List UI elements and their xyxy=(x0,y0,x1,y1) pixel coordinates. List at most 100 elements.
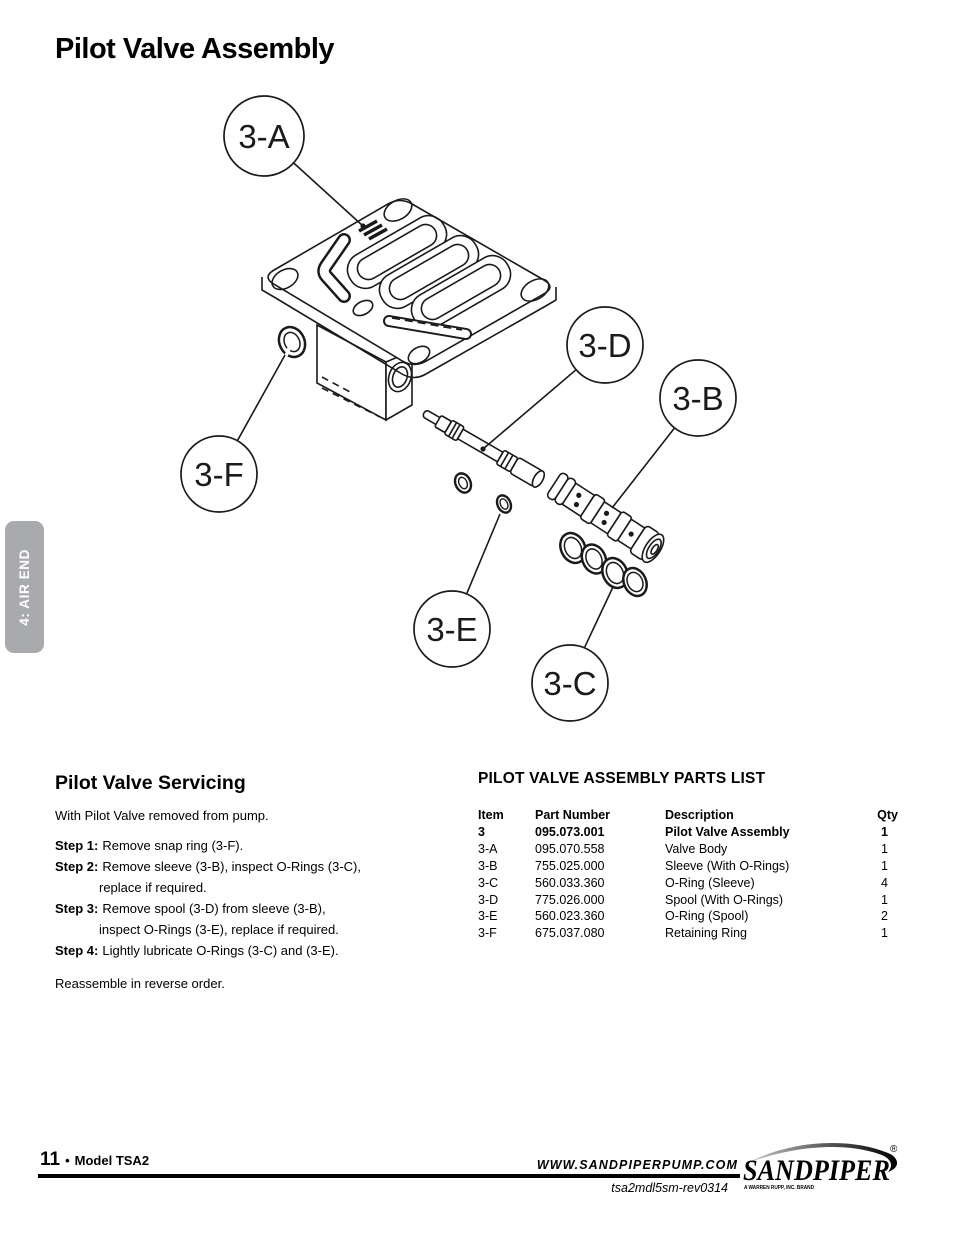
table-row: 3-F 675.037.080 Retaining Ring 1 xyxy=(478,925,898,942)
servicing-section: Pilot Valve Servicing With Pilot Valve r… xyxy=(55,772,423,994)
cell-item: 3-F xyxy=(478,926,497,941)
parts-list-title: PILOT VALVE ASSEMBLY PARTS LIST xyxy=(478,770,766,787)
callout-3-b-label: 3-B xyxy=(672,380,723,417)
cell-qty: 1 xyxy=(881,926,888,941)
cell-description: Pilot Valve Assembly xyxy=(665,824,790,839)
logo-wordmark: SANDPIPER xyxy=(743,1154,890,1187)
table-row: 3-B 755.025.000 Sleeve (With O-Rings) 1 xyxy=(478,858,898,875)
plate-hidden-slot xyxy=(383,315,472,340)
step-3-text-line2: inspect O-Rings (3-E), replace if requir… xyxy=(99,922,339,937)
servicing-heading: Pilot Valve Servicing xyxy=(55,772,246,794)
step-3-text: Remove spool (3-D) from sleeve (3-B), xyxy=(102,901,326,916)
retaining-ring-part xyxy=(277,325,307,359)
col-item: Item xyxy=(478,808,504,822)
step-2-text-line2: replace if required. xyxy=(99,880,207,895)
o-ring-sleeve-3 xyxy=(601,556,629,590)
cell-item: 3-C xyxy=(478,875,499,890)
col-part-number: Part Number xyxy=(535,808,611,822)
website-url: WWW.SANDPIPERPUMP.COM xyxy=(536,1158,738,1172)
o-ring-spool-1 xyxy=(453,472,473,494)
plate-stamp-marks xyxy=(358,219,388,241)
plate-bent-slot xyxy=(317,233,351,303)
servicing-outro: Reassemble in reverse order. xyxy=(55,976,225,991)
servicing-step-1: Step 1:Remove snap ring (3-F). xyxy=(55,835,423,856)
table-row: 3-D 775.026.000 Spool (With O-Rings) 1 xyxy=(478,892,898,909)
cell-part-number: 775.026.000 xyxy=(535,892,605,907)
callout-3-e: 3-E xyxy=(413,590,491,668)
sandpiper-logo: ® SANDPIPER A WARREN RUPP, INC. BRAND xyxy=(742,1138,902,1194)
callout-3-f: 3-F xyxy=(180,435,258,513)
cell-qty: 4 xyxy=(881,875,888,890)
cell-item: 3-D xyxy=(478,892,499,907)
logo-swoosh xyxy=(748,1142,898,1172)
cell-qty: 1 xyxy=(881,841,888,856)
step-2-text: Remove sleeve (3-B), inspect O-Rings (3-… xyxy=(102,859,361,874)
logo-registered-mark: ® xyxy=(890,1144,898,1155)
parts-list-section: PILOT VALVE ASSEMBLY PARTS LIST Item Par… xyxy=(478,770,902,942)
cell-item: 3 xyxy=(478,824,485,839)
cell-description: Sleeve (With O-Rings) xyxy=(665,858,790,873)
cell-part-number: 560.023.360 xyxy=(535,909,605,924)
callout-3-d-label: 3-D xyxy=(578,327,631,364)
cell-description: Retaining Ring xyxy=(665,926,747,941)
cell-item: 3-E xyxy=(478,909,498,924)
servicing-intro: With Pilot Valve removed from pump. xyxy=(55,808,269,823)
step-4-prefix: Step 4: xyxy=(55,943,99,958)
step-1-prefix: Step 1: xyxy=(55,838,99,853)
callout-3-f-label: 3-F xyxy=(194,456,244,493)
cell-part-number: 560.033.360 xyxy=(535,875,605,890)
footer-separator: • xyxy=(65,1153,70,1168)
footer-page-info: 11 • Model TSA2 xyxy=(40,1149,149,1171)
model-name: Model TSA2 xyxy=(74,1153,150,1168)
section-tab-air-end: 4: AIR END xyxy=(5,521,44,653)
table-row: 3-E 560.023.360 O-Ring (Spool) 2 xyxy=(478,908,898,925)
logo-tagline: A WARREN RUPP, INC. BRAND xyxy=(744,1185,814,1191)
exploded-diagram: 3-A 3-D 3-B 3-F 3-E 3-C xyxy=(170,85,750,735)
cell-part-number: 755.025.000 xyxy=(535,858,605,873)
page-title: Pilot Valve Assembly xyxy=(55,33,335,65)
cell-qty: 2 xyxy=(881,909,888,924)
table-row: 3-C 560.033.360 O-Ring (Sleeve) 4 xyxy=(478,875,898,892)
step-4-text: Lightly lubricate O-Rings (3-C) and (3-E… xyxy=(102,943,339,958)
o-ring-sleeve-1 xyxy=(559,531,587,565)
leader-lines xyxy=(236,162,676,649)
pilot-valve-exploded-view: 3-A 3-D 3-B 3-F 3-E 3-C xyxy=(180,95,737,722)
cell-qty: 1 xyxy=(881,824,888,839)
cell-qty: 1 xyxy=(881,892,888,907)
spool-part xyxy=(422,410,546,488)
page-number: 11 xyxy=(40,1149,61,1170)
o-ring-sleeve-4 xyxy=(622,566,648,598)
section-tab-label: 4: AIR END xyxy=(17,548,32,626)
callout-3-b: 3-B xyxy=(659,359,737,437)
plate-small-hole xyxy=(352,299,374,317)
cell-part-number: 095.070.558 xyxy=(535,841,605,856)
parts-table: Item Part Number Description Qty 3 095.0… xyxy=(478,807,898,942)
callout-3-a-label: 3-A xyxy=(238,118,289,155)
parts-table-header: Item Part Number Description Qty xyxy=(478,807,898,824)
cell-item: 3-A xyxy=(478,841,498,856)
sleeve-part xyxy=(546,472,665,564)
o-ring-sleeve-2 xyxy=(580,543,608,575)
plate-slots xyxy=(346,214,512,330)
cell-part-number: 675.037.080 xyxy=(535,926,605,941)
callout-3-c: 3-C xyxy=(531,644,609,722)
o-ring-spool-2 xyxy=(495,494,513,514)
servicing-step-2: Step 2:Remove sleeve (3-B), inspect O-Ri… xyxy=(55,856,423,898)
cell-part-number: 095.073.001 xyxy=(535,824,605,839)
callout-3-a: 3-A xyxy=(223,95,305,177)
step-2-prefix: Step 2: xyxy=(55,859,99,874)
plate-corner-holes xyxy=(271,198,550,365)
document-code: tsa2mdl5sm-rev0314 xyxy=(611,1181,728,1195)
col-description: Description xyxy=(665,808,734,822)
cell-description: Spool (With O-Rings) xyxy=(665,892,784,907)
cell-description: Valve Body xyxy=(665,841,728,856)
footer-rule xyxy=(38,1174,740,1178)
cell-description: O-Ring (Sleeve) xyxy=(665,875,755,890)
valve-body-plate xyxy=(261,198,557,379)
callout-3-d: 3-D xyxy=(566,306,644,384)
servicing-step-4: Step 4:Lightly lubricate O-Rings (3-C) a… xyxy=(55,940,423,961)
col-qty: Qty xyxy=(877,808,898,822)
step-1-text: Remove snap ring (3-F). xyxy=(102,838,244,853)
cell-item: 3-B xyxy=(478,858,498,873)
